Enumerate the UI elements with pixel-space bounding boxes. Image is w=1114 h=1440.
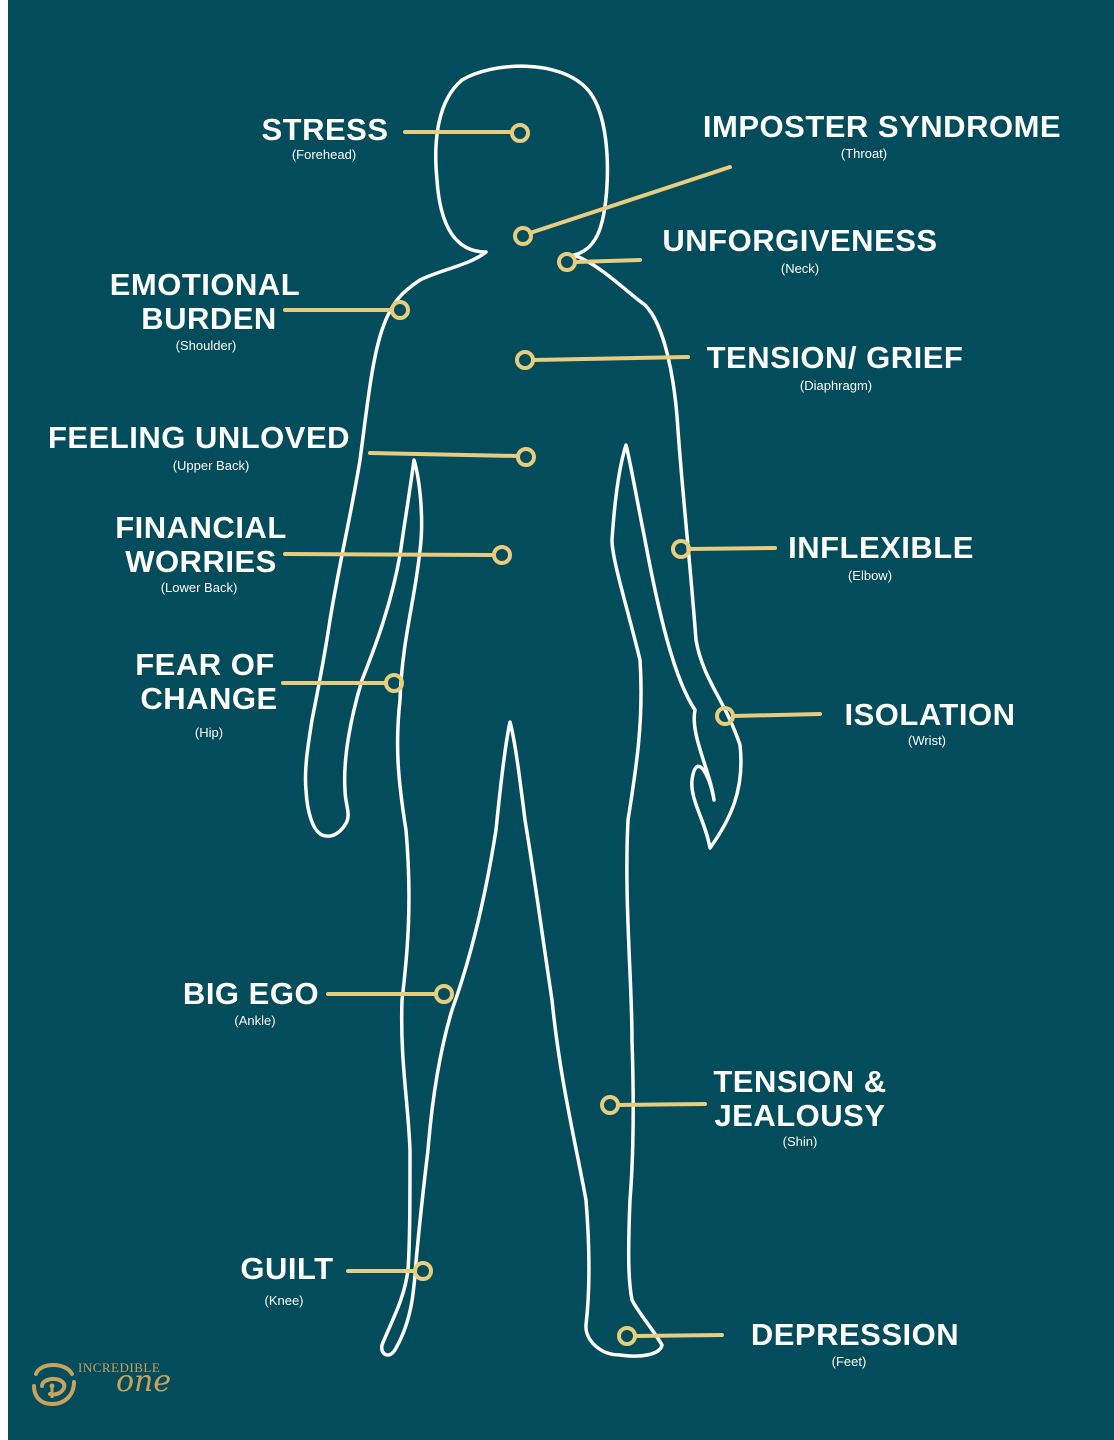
- tension-jealousy-marker: [602, 1097, 618, 1113]
- unforgiveness-marker: [559, 254, 575, 270]
- sub-elbow: (Elbow): [848, 568, 892, 583]
- feeling-unloved-connector: [370, 453, 518, 456]
- sub-hip: (Hip): [195, 725, 223, 740]
- label-emotional-burden-1: EMOTIONAL: [110, 268, 301, 302]
- brand-logo: INCREDIBLE one: [30, 1352, 200, 1412]
- guilt-marker: [415, 1263, 431, 1279]
- label-guilt: GUILT: [240, 1252, 333, 1286]
- isolation-connector: [733, 714, 820, 716]
- sub-forehead: (Forehead): [292, 147, 356, 162]
- emotional-burden-marker: [392, 302, 408, 318]
- label-financial-worries-2: WORRIES: [125, 545, 277, 579]
- label-tension-grief: TENSION/ GRIEF: [707, 341, 964, 375]
- financial-worries-connector: [285, 554, 494, 555]
- unforgiveness-connector: [576, 260, 640, 262]
- label-stress: STRESS: [261, 113, 388, 147]
- inflexible-connector: [689, 548, 775, 549]
- feeling-unloved-marker: [518, 449, 534, 465]
- label-feeling-unloved: FEELING UNLOVED: [48, 421, 350, 455]
- label-financial-worries-1: FINANCIAL: [115, 511, 287, 545]
- sub-upper-back: (Upper Back): [173, 458, 250, 473]
- tension-grief-connector: [533, 357, 688, 360]
- sub-feet: (Feet): [832, 1354, 867, 1369]
- depression-marker: [619, 1328, 635, 1344]
- tension-grief-marker: [517, 352, 533, 368]
- sub-diaphragm: (Diaphragm): [800, 378, 872, 393]
- label-tension-jealousy-2: JEALOUSY: [714, 1099, 885, 1133]
- label-tension-jealousy-1: TENSION &: [713, 1065, 886, 1099]
- sub-neck: (Neck): [781, 261, 819, 276]
- sub-wrist: (Wrist): [908, 733, 946, 748]
- tension-jealousy-connector: [618, 1104, 705, 1105]
- poster: STRESS (Forehead) IMPOSTER SYNDROME (Thr…: [8, 0, 1114, 1440]
- big-ego-marker: [436, 986, 452, 1002]
- sub-knee: (Knee): [264, 1293, 303, 1308]
- label-emotional-burden-2: BURDEN: [141, 302, 277, 336]
- sub-ankle: (Ankle): [234, 1013, 275, 1028]
- stress-marker: [512, 125, 528, 141]
- sub-lower-back: (Lower Back): [161, 580, 238, 595]
- label-depression: DEPRESSION: [751, 1318, 959, 1352]
- logo-mark-icon: [30, 1356, 78, 1408]
- sub-shoulder: (Shoulder): [176, 338, 237, 353]
- sub-shin: (Shin): [783, 1134, 818, 1149]
- label-fear-of-change-2: CHANGE: [140, 682, 277, 716]
- label-fear-of-change-1: FEAR OF: [135, 648, 275, 682]
- body-outline: [305, 66, 741, 1356]
- imposter-marker: [515, 228, 531, 244]
- label-imposter-syndrome: IMPOSTER SYNDROME: [703, 110, 1061, 144]
- label-inflexible: INFLEXIBLE: [788, 531, 974, 565]
- label-unforgiveness: UNFORGIVENESS: [662, 224, 937, 258]
- label-isolation: ISOLATION: [845, 698, 1016, 732]
- sub-throat: (Throat): [841, 146, 887, 161]
- financial-worries-marker: [494, 547, 510, 563]
- label-big-ego: BIG EGO: [183, 977, 319, 1011]
- depression-connector: [635, 1335, 722, 1336]
- logo-word-one: one: [116, 1364, 171, 1399]
